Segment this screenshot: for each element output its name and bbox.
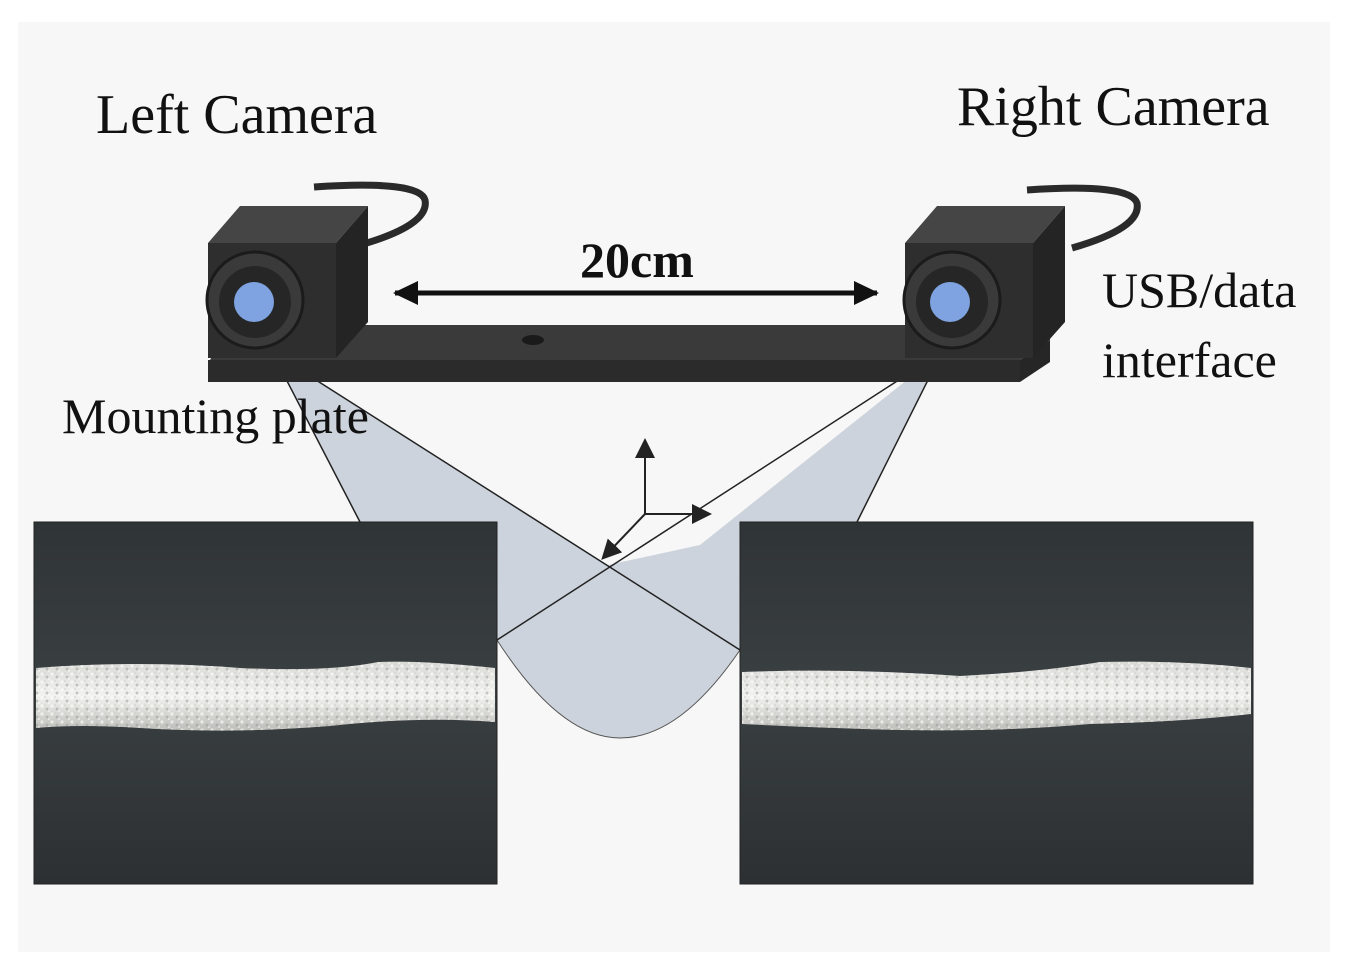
interface-label-line1: USB/data [1102, 262, 1296, 318]
right-camera [902, 184, 1141, 358]
left-image [33, 521, 498, 885]
right-lens-icon [930, 282, 970, 322]
interface-label-line2: interface [1102, 332, 1277, 388]
left-camera-label: Left Camera [96, 84, 378, 146]
right-image [739, 521, 1254, 885]
right-camera-label: Right Camera [957, 76, 1270, 138]
axes-icon [601, 438, 712, 560]
mounting-plate-label: Mounting plate [62, 388, 369, 444]
mounting-plate [208, 325, 1050, 382]
left-camera [205, 181, 429, 358]
baseline-arrow [393, 281, 879, 305]
baseline-label: 20cm [580, 232, 694, 288]
left-lens-icon [234, 282, 274, 322]
